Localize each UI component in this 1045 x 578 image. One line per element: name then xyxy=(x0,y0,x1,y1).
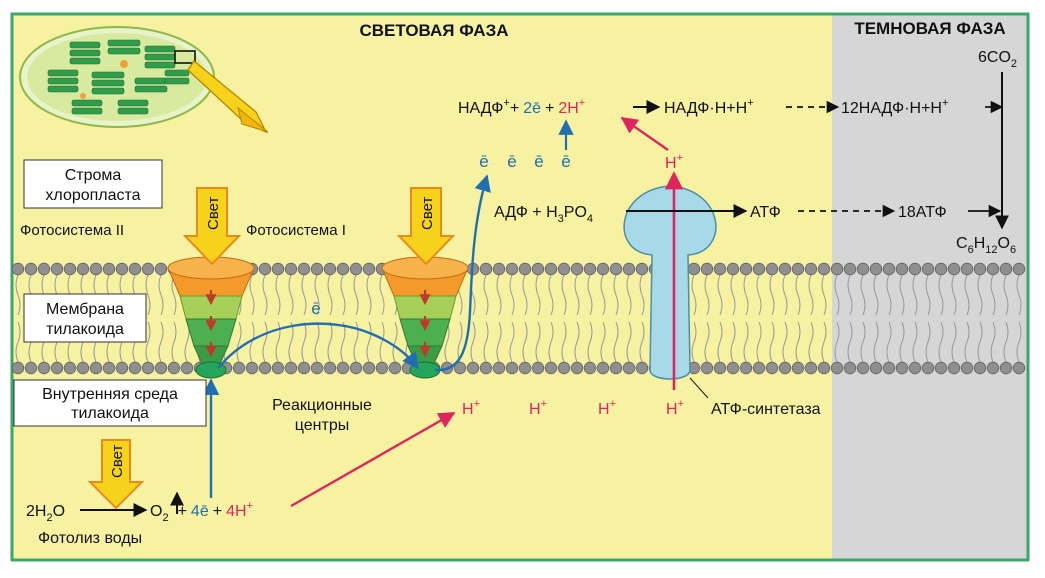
zoom-arrow-icon xyxy=(187,60,269,134)
photosystem-2 xyxy=(167,256,255,379)
nadp-total: 12НАДФ·H+H+ xyxy=(841,97,948,117)
lumen-proton-2: H+ xyxy=(529,398,547,418)
atp-synthase xyxy=(623,185,717,380)
proton-flow-photolysis-to-lumen xyxy=(290,411,456,508)
membrane-label-line2: тилакоида xyxy=(46,321,124,338)
light-label-ps1: Свет xyxy=(419,197,436,230)
nadp-product: НАДФ·H+H+ xyxy=(664,97,754,117)
photolysis-products: O2+4ē+4H+ xyxy=(150,500,253,524)
lumen-label-line1: Внутренняя среда xyxy=(42,386,178,403)
light-label-photolysis: Свет xyxy=(109,445,126,478)
stroma-electron-2: ē xyxy=(507,152,516,171)
stroma-label-line1: Строма xyxy=(65,167,122,184)
atp-equation: АДФ + H3PO4 xyxy=(494,204,593,225)
atp-total: 18АТФ xyxy=(898,204,947,221)
water-formula: 2H2O xyxy=(26,503,65,524)
light-arrow-ps1: Свет xyxy=(396,187,456,266)
atp-synthase-pointer xyxy=(689,377,709,399)
proton-flow-to-nadp xyxy=(620,117,669,151)
atp-synthase-label: АТФ-синтетаза xyxy=(711,401,821,418)
stroma-proton: H+ xyxy=(665,152,683,172)
chloroplast-icon xyxy=(19,26,215,128)
reaction-centers-label-line1: Реакционные xyxy=(272,397,372,414)
nadp-equation: НАДФ++2ē+2H+ xyxy=(458,97,585,117)
lumen-proton-3: H+ xyxy=(598,398,616,418)
photolysis-label: Фотолиз воды xyxy=(38,530,142,547)
lumen-label: Внутренняя среда тилакоида xyxy=(13,379,207,427)
light-arrow-photolysis: Свет xyxy=(87,439,145,510)
dark-phase-title: ТЕМНОВАЯ ФАЗА xyxy=(854,19,1005,38)
photosystem-2-label: Фотосистема II xyxy=(20,222,124,239)
membrane-label: Мембрана тилакоида xyxy=(23,293,147,343)
light-arrow-ps2: Свет xyxy=(182,187,242,266)
lumen-label-line2: тилакоида xyxy=(71,405,149,422)
light-phase-title: СВЕТОВАЯ ФАЗА xyxy=(359,21,508,40)
stroma-label-line2: хлоропласта xyxy=(45,187,140,204)
lumen-proton-1: H+ xyxy=(462,398,480,418)
lumen-proton-4: H+ xyxy=(666,398,684,418)
reaction-centers-label-line2: центры xyxy=(295,417,349,434)
light-label-ps2: Свет xyxy=(205,197,222,230)
glucose-formula: C6H12O6 xyxy=(956,235,1016,256)
electron-flow-ps1-to-stroma xyxy=(434,174,491,372)
stroma-electron-3: ē xyxy=(534,152,543,171)
stroma-electron-4: ē xyxy=(561,152,570,171)
photosystem-1-label: Фотосистема I xyxy=(246,222,346,239)
stroma-electron-1: ē xyxy=(479,152,488,171)
atp-product: АТФ xyxy=(750,204,781,221)
stroma-label: Строма хлоропласта xyxy=(23,159,163,209)
electron-flow-ps2-to-ps1 xyxy=(217,322,420,370)
membrane-electron: ē xyxy=(311,299,320,318)
co2-formula: 6CO2 xyxy=(978,49,1017,70)
outer-frame xyxy=(10,12,1030,562)
membrane-label-line1: Мембрана xyxy=(46,301,124,318)
